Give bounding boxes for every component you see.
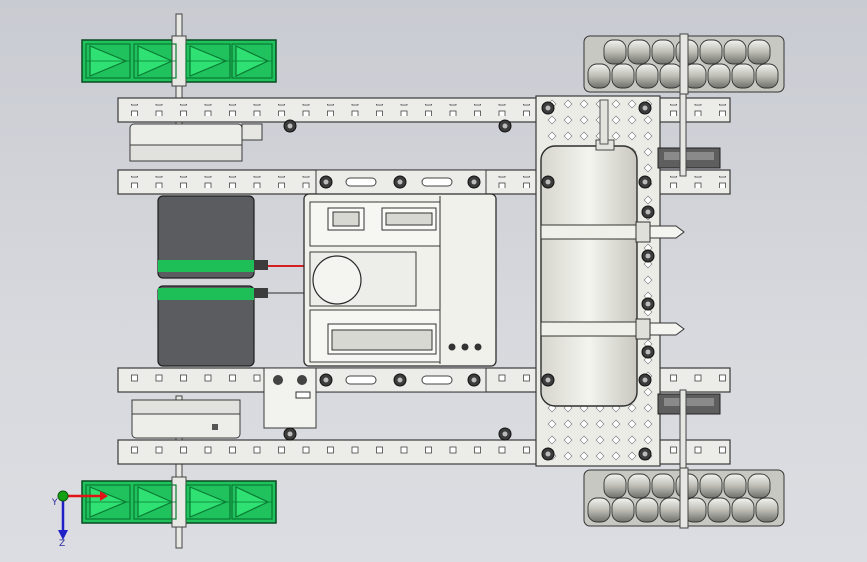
axis-label-y: Y (51, 498, 58, 508)
controller-speaker (312, 255, 362, 305)
left-rear-axle[interactable] (175, 395, 183, 549)
bumper-sensor-upper[interactable] (657, 147, 721, 169)
orientation-triad[interactable]: Y Z (51, 490, 108, 549)
controller-buttons[interactable] (448, 343, 482, 351)
bumper-sensor-lower[interactable] (657, 393, 721, 415)
gear-reduction-housing-upper[interactable] (129, 123, 263, 162)
battery-pack[interactable] (540, 99, 685, 407)
motor-cables (268, 265, 304, 294)
controller-brain[interactable] (303, 193, 497, 367)
gear-reduction-housing-lower[interactable] (131, 399, 241, 439)
drive-wheel-left-rear[interactable] (81, 476, 277, 528)
controller-port-block-small[interactable] (327, 207, 365, 231)
drive-motor-upper[interactable] (157, 195, 268, 279)
battery-strap-lower[interactable] (540, 318, 685, 340)
battery-strap-upper[interactable] (540, 221, 685, 243)
omni-wheel-right-front[interactable] (583, 33, 785, 95)
drive-wheel-left-front[interactable] (81, 35, 277, 87)
controller-port-header-bottom[interactable] (327, 323, 437, 355)
controller-port-header-top[interactable] (381, 207, 437, 231)
controller-bracket-lower[interactable] (315, 367, 487, 393)
right-axle-front[interactable] (679, 85, 687, 177)
omni-wheel-right-rear[interactable] (583, 467, 785, 529)
fastener-heads (283, 101, 655, 461)
drive-motor-lower[interactable] (157, 285, 268, 367)
sensor-module[interactable] (263, 367, 317, 429)
right-axle-rear[interactable] (679, 389, 687, 477)
axis-label-z: Z (59, 539, 65, 549)
